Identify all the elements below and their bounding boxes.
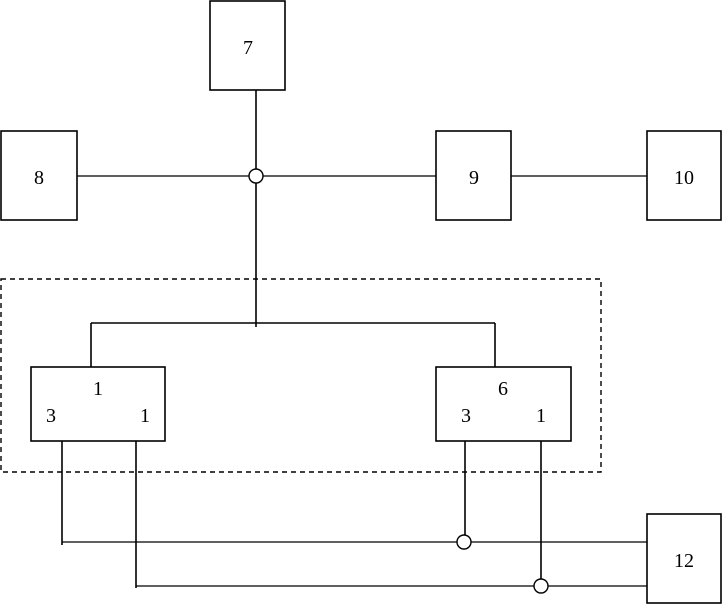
block-8-label: 8 [34, 167, 44, 189]
module-1-title: 1 [93, 378, 103, 400]
module-1: 1 3 1 [30, 366, 166, 442]
module-1-port-left: 3 [46, 405, 56, 427]
block-7-label: 7 [243, 37, 253, 59]
junction-top [248, 168, 264, 184]
block-12-label: 12 [674, 550, 694, 572]
module-6-port-right: 1 [536, 405, 546, 427]
block-9: 9 [435, 130, 512, 221]
block-10: 10 [646, 130, 722, 221]
block-10-label: 10 [674, 167, 694, 189]
junction-port1 [533, 578, 549, 594]
module-1-port-right: 1 [140, 405, 150, 427]
dashed-enclosure [0, 278, 602, 473]
junction-port3 [456, 534, 472, 550]
block-9-label: 9 [469, 167, 479, 189]
block-12: 12 [646, 513, 722, 604]
module-6: 6 3 1 [435, 366, 572, 442]
block-7: 7 [209, 0, 286, 91]
module-6-title: 6 [498, 378, 508, 400]
module-6-port-left: 3 [461, 405, 471, 427]
block-8: 8 [0, 130, 78, 221]
